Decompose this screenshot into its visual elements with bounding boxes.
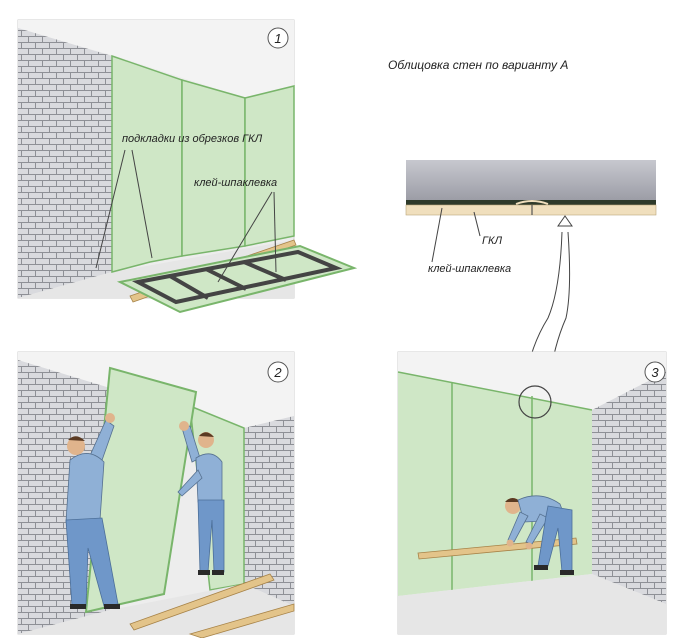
step-number-badge bbox=[267, 27, 289, 49]
gkl-board bbox=[181, 79, 246, 257]
wooden-lath bbox=[129, 573, 275, 631]
gkl-board bbox=[244, 85, 295, 247]
glue-layer bbox=[406, 200, 656, 205]
label-board: ГКЛ bbox=[482, 235, 502, 247]
brick-wall-right bbox=[244, 416, 294, 606]
panel-3: 3 bbox=[397, 351, 667, 635]
panel-1: 1 подкладки из обрезков ГКЛ клей-шпаклев… bbox=[17, 19, 358, 314]
brick-wall-right bbox=[592, 372, 666, 604]
gkl-layer bbox=[405, 204, 657, 216]
diagram-title: Облицовка стен по варианту А bbox=[388, 58, 568, 72]
gkl-board-lying bbox=[116, 244, 358, 314]
label-pads: подкладки из обрезков ГКЛ bbox=[122, 133, 263, 145]
worker-head bbox=[67, 437, 85, 455]
detail-loop bbox=[518, 385, 552, 419]
label-glue-detail: клей-шпаклевка bbox=[428, 263, 511, 275]
wall-section bbox=[406, 160, 656, 200]
label-glue: клей-шпаклевка bbox=[194, 177, 277, 189]
gkl-board bbox=[111, 54, 183, 273]
worker bbox=[65, 413, 120, 609]
wooden-lath bbox=[188, 603, 295, 638]
step-number-badge bbox=[644, 361, 666, 383]
step-number: 3 bbox=[651, 365, 659, 380]
joint-detail: ГКЛ клей-шпаклевка bbox=[405, 160, 657, 393]
brick-wall-left bbox=[18, 28, 112, 298]
panel-2: 2 bbox=[17, 351, 295, 638]
step-number: 2 bbox=[273, 365, 282, 380]
callout-arrowhead bbox=[557, 215, 573, 227]
worker bbox=[505, 495, 574, 575]
wooden-lath bbox=[417, 537, 578, 560]
step-number: 1 bbox=[274, 31, 281, 46]
step-number-badge bbox=[267, 361, 289, 383]
worker bbox=[177, 421, 225, 575]
